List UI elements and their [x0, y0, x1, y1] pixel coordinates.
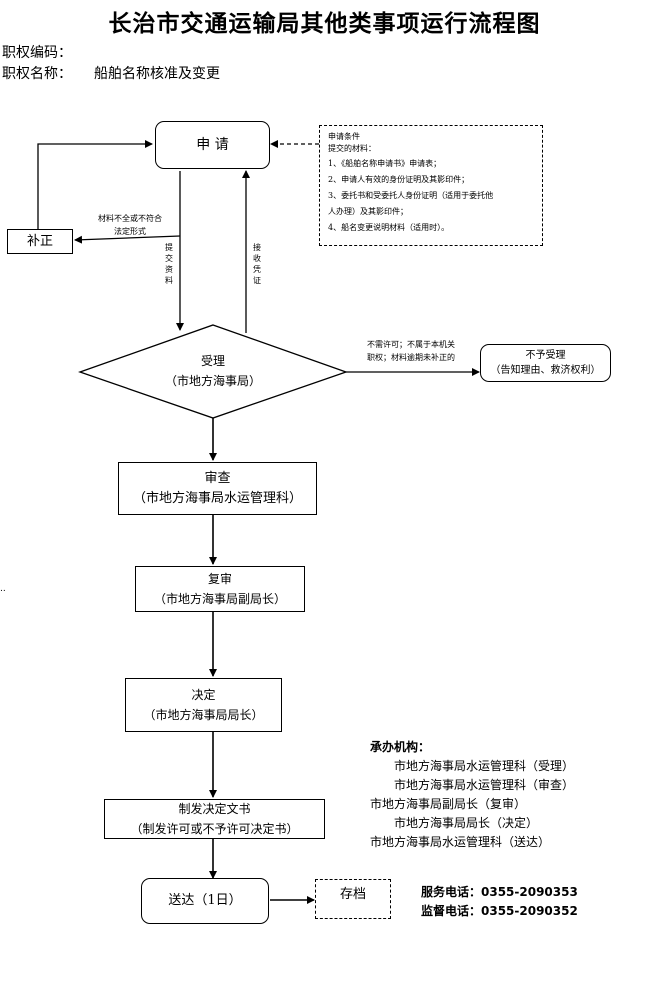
- accept-sublabel: （市地方海事局）: [164, 374, 261, 388]
- supplement-to-apply-connector: [37, 140, 153, 229]
- reject-condition-line1: 不需许可；不属于本机关: [367, 340, 455, 349]
- agency-line: 市地方海事局局长（决定）: [394, 816, 539, 830]
- supervise-phone: 监督电话：0355-2090352: [421, 904, 578, 918]
- service-phone: 服务电话：0355-2090353: [421, 885, 578, 899]
- decide-label: 决定: [191, 688, 216, 702]
- incomplete-label-line2: 法定形式: [114, 227, 146, 236]
- reject-node: 不予受理 （告知理由、救济权利）: [480, 344, 611, 382]
- incomplete-connector: [74, 235, 181, 244]
- agency-heading: 承办机构：: [370, 740, 431, 754]
- recheck-node: 复审 （市地方海事局副局长）: [135, 566, 305, 612]
- accept-label: 受理: [200, 354, 225, 368]
- receive-label: 接收凭证: [253, 243, 261, 285]
- condition-item: 3、委托书和受委托人身份证明（适用于委托他: [328, 191, 494, 200]
- reject-condition-label: 不需许可；不属于本机关 职权；材料逾期未补正的: [350, 338, 472, 364]
- review-node: 审查 （市地方海事局水运管理科）: [118, 462, 317, 515]
- power-name-value: 船舶名称核准及变更: [94, 66, 220, 82]
- issue-label: 制发决定文书: [178, 802, 251, 816]
- reject-condition-line2: 职权；材料逾期未补正的: [367, 353, 455, 362]
- decide-node: 决定 （市地方海事局局长）: [125, 678, 282, 732]
- apply-node: 申 请: [155, 121, 270, 169]
- decide-sublabel: （市地方海事局局长）: [143, 708, 264, 722]
- conditions-box: 申请条件 提交的材料： 1、《船舶名称申请书》申请表； 2、申请人有效的身份证明…: [319, 125, 543, 246]
- conditions-heading: 申请条件: [328, 132, 360, 141]
- archive-label: 存档: [339, 887, 366, 902]
- apply-label: 申 请: [196, 137, 229, 153]
- recheck-sublabel: （市地方海事局副局长）: [153, 592, 286, 606]
- submit-label: 提交资料: [165, 243, 173, 285]
- agency-list: 承办机构： 市地方海事局水运管理科（受理） 市地方海事局水运管理科（审查） 市地…: [370, 738, 574, 852]
- agency-line: 市地方海事局水运管理科（送达）: [370, 835, 551, 849]
- reject-sublabel: （告知理由、救济权利）: [490, 365, 601, 376]
- power-code-label: 职权编码：: [2, 45, 72, 61]
- issue-node: 制发决定文书 （制发许可或不予许可决定书）: [104, 799, 325, 839]
- stray-mark: ..: [0, 584, 6, 594]
- agency-line: 市地方海事局副局长（复审）: [370, 797, 527, 811]
- recheck-label: 复审: [207, 572, 232, 586]
- archive-node: 存档: [315, 879, 391, 919]
- supplement-node: 补正: [7, 229, 73, 254]
- condition-item: 2、申请人有效的身份证明及其影印件；: [328, 175, 470, 184]
- condition-item: 人办理）及其影印件；: [328, 207, 408, 216]
- issue-sublabel: （制发许可或不予许可决定书）: [130, 822, 299, 836]
- review-label: 审查: [204, 470, 231, 486]
- power-name-row: 职权名称： 船舶名称核准及变更: [2, 63, 220, 83]
- deliver-node: 送达（1日）: [141, 878, 269, 924]
- agency-line: 市地方海事局水运管理科（受理）: [394, 759, 575, 773]
- conditions-sub: 提交的材料：: [328, 144, 376, 153]
- review-sublabel: （市地方海事局水运管理科）: [132, 490, 302, 506]
- incomplete-label-line1: 材料不全或不符合: [98, 214, 162, 223]
- deliver-label: 送达（1日）: [168, 893, 242, 908]
- incomplete-label: 材料不全或不符合 法定形式: [75, 212, 185, 238]
- supplement-label: 补正: [26, 233, 53, 249]
- condition-item: 1、《船舶名称申请书》申请表；: [328, 159, 442, 168]
- page-title: 长治市交通运输局其他类事项运行流程图: [108, 11, 541, 37]
- agency-line: 市地方海事局水运管理科（审查）: [394, 778, 575, 792]
- accept-node: 受理 （市地方海事局）: [120, 351, 306, 391]
- condition-item: 4、船名变更说明材料（适用时）。: [328, 223, 450, 232]
- reject-label: 不予受理: [525, 350, 566, 361]
- power-name-label: 职权名称：: [2, 66, 72, 82]
